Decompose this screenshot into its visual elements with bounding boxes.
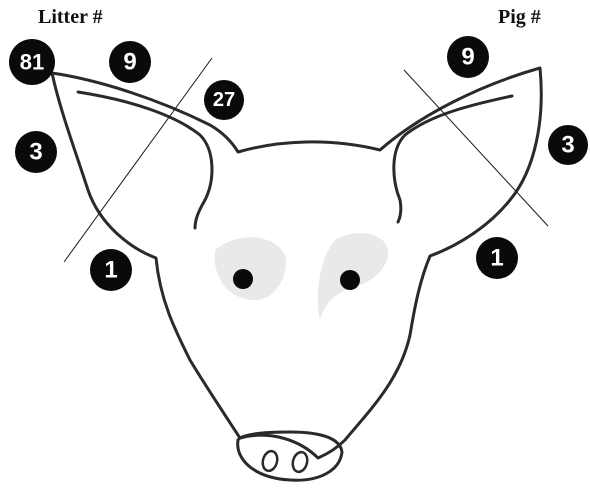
left-nostril <box>261 450 280 473</box>
notch-badge-left-1: 1 <box>90 249 132 291</box>
right-eye <box>340 270 360 290</box>
right-inner-ear <box>394 96 512 222</box>
right-ear-guide-line <box>404 70 548 226</box>
notch-badge-left-3: 3 <box>15 131 57 173</box>
left-eye-shading <box>215 237 286 300</box>
notch-badge-81: 81 <box>9 39 55 85</box>
left-inner-ear <box>78 92 212 228</box>
notch-label-right-9: 9 <box>461 44 474 71</box>
notch-badge-right-1: 1 <box>476 237 518 279</box>
notch-label-right-3: 3 <box>561 132 574 159</box>
notch-label-right-1: 1 <box>490 245 503 272</box>
right-nostril <box>291 451 310 474</box>
notch-badge-27: 27 <box>204 80 244 120</box>
notch-badge-left-9: 9 <box>109 41 151 83</box>
notch-label-81: 81 <box>20 50 44 75</box>
notch-label-27: 27 <box>213 89 235 111</box>
notch-label-left-1: 1 <box>104 257 117 284</box>
notch-badge-right-9: 9 <box>447 36 489 78</box>
notch-label-left-9: 9 <box>123 49 136 76</box>
notch-badge-right-3: 3 <box>548 125 588 165</box>
left-ear-guide-line <box>64 58 212 262</box>
notch-label-left-3: 3 <box>29 139 42 166</box>
left-eye <box>233 269 253 289</box>
